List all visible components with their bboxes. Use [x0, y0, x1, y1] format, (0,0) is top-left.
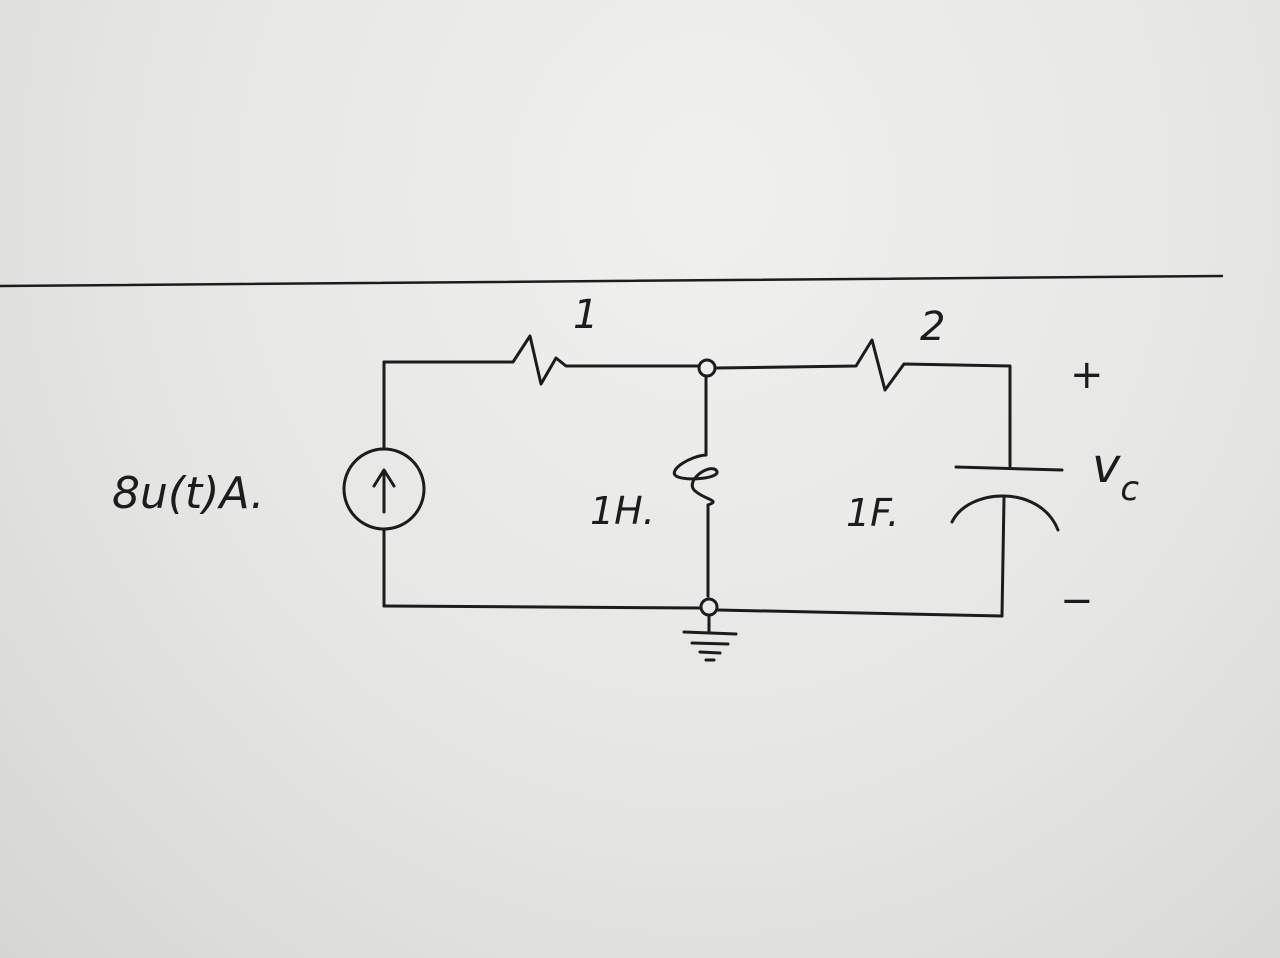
- capacitor-c: [950, 404, 1064, 618]
- r2-label: 2: [920, 304, 945, 350]
- vc-label: vc: [1092, 438, 1139, 509]
- inductor-l: [672, 375, 719, 598]
- current-source: [342, 447, 426, 531]
- plus-sign: +: [1070, 352, 1104, 398]
- bottom-node: [699, 597, 719, 617]
- resistor-r1: [382, 334, 700, 386]
- minus-sign: −: [1060, 578, 1094, 624]
- capacitor-label: 1F.: [846, 491, 899, 535]
- bottom-wire-left: [382, 604, 702, 610]
- ruled-line: [0, 274, 1224, 288]
- top-node: [697, 358, 717, 378]
- ground-symbol: [682, 613, 738, 662]
- source-label: 8u(t)A.: [112, 468, 264, 519]
- r1-label: 1: [573, 292, 598, 338]
- resistor-r2: [714, 338, 1012, 408]
- vc-main: v: [1092, 438, 1121, 494]
- bottom-wire-right: [716, 608, 1004, 618]
- arrow-up-icon: [372, 468, 396, 514]
- inductor-label: 1H.: [590, 489, 655, 533]
- vc-subscript: c: [1120, 469, 1139, 509]
